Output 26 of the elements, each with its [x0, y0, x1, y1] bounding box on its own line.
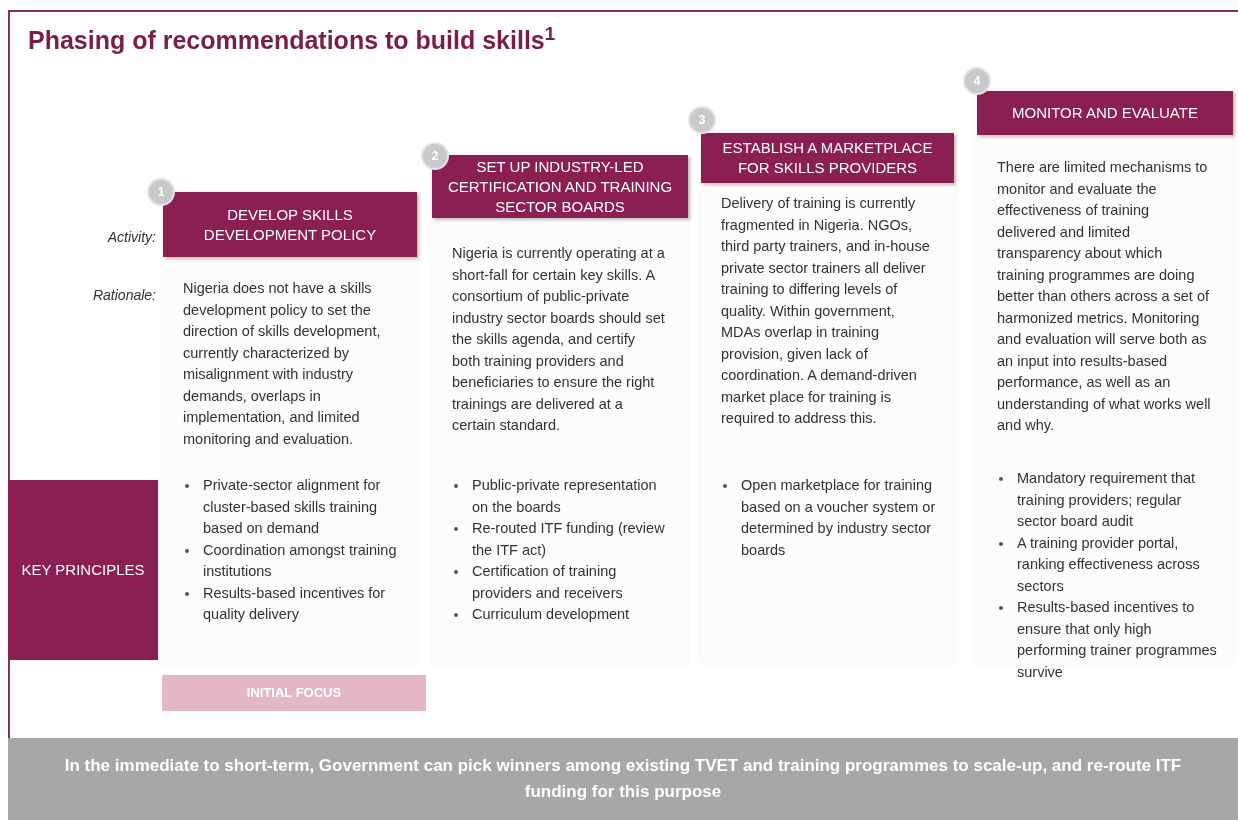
principle-text: Results-based incentives for quality delivery [203, 583, 387, 624]
principle-text: Results-based incentives to ensure that only high performing trainer programmes survive [1017, 598, 1218, 682]
principle-text: Coordination amongst training institutions [203, 540, 398, 581]
initial-focus-bar: INITIAL FOCUS [162, 675, 426, 711]
principle-text: Open marketplace for training based on a voucher system or determined by industry sector boards [741, 476, 937, 560]
phase-column [163, 192, 417, 665]
phase-header: DEVELOP SKILLS DEVELOPMENT POLICY [163, 192, 417, 257]
rationale-text: There are limited mechanisms to monitor and evaluate the effectiveness of training delivered and limited transparency about which training programmes are doing better than others across a set of harmonized metrics. Monitoring and evaluation will serve both as an input into results-based performance, as well as an understanding of what works well and why. [997, 158, 1211, 435]
row-label: Activity: [106, 228, 156, 247]
rationale-text: Nigeria does not have a skills development policy to set the direction of skills development, currently characterized by misalignment with industry demands, overlaps in implementation, and limited monitoring and evaluation. [183, 279, 382, 449]
principle-text: Re-routed ITF funding (review the ITF act) [472, 519, 666, 560]
summary-band: In the immediate to short-term, Government can pick winners among existing TVET and training programmes to scale-up, and re-route ITF funding for this purpose [8, 738, 1238, 820]
rationale-text: Delivery of training is currently fragmented in Nigeria. NGOs, third party trainers, and in-house private sector trainers all deliver training to differing levels of quality. Within government, MDAs overlap in training provision, given lack of coordination. A demand-driven market place for training is required to address this. [721, 194, 931, 428]
title: Phasing of recommendations to build skills$^{1}$ [28, 22, 556, 56]
phase-column [701, 133, 954, 665]
principle-text: Curriculum development [472, 605, 630, 624]
principle-text: Certification of training providers and receivers [472, 562, 624, 603]
phase-header: ESTABLISH A MARKETPLACE FOR SKILLS PROVIDERS [701, 133, 954, 183]
principle-text: Private-sector alignment for cluster-based skills training based on demand [203, 476, 382, 538]
key-principles-band: KEY PRINCIPLES [8, 480, 158, 660]
principle-text: A training provider portal, ranking effectiveness across sectors [1017, 533, 1201, 596]
principle-text: Public-private representation on the boards [472, 476, 658, 517]
rationale-text: Nigeria is currently operating at a short-fall for certain key skills. A consortium of public-private industry sector boards should set the skills agenda, and certify both training providers and beneficiaries to ensure the right trainings are delivered at a certain standard. [452, 244, 666, 435]
principle-text: Mandatory requirement that training providers; regular sector board audit [1017, 469, 1197, 531]
row-label: Rationale: [91, 286, 156, 305]
phase-header: MONITOR AND EVALUATE [977, 91, 1233, 135]
